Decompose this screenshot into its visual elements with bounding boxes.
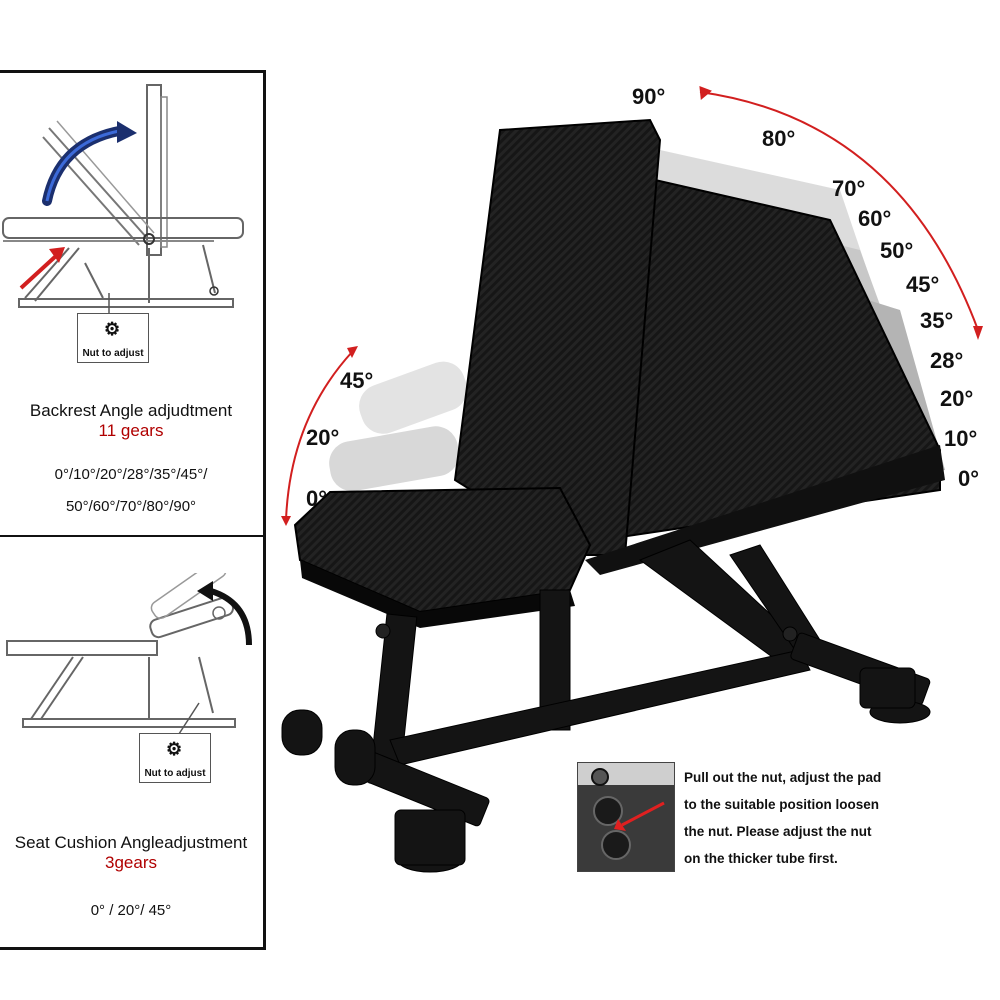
backrest-flat	[585, 445, 945, 575]
seat-ghost-positions	[329, 361, 468, 492]
seat-nut-callout: ⚙ Nut to adjust	[139, 733, 211, 783]
instruction-line: the nut. Please adjust the nut	[684, 824, 872, 839]
instruction-line: on the thicker tube first.	[684, 851, 838, 866]
backrest-caption: Backrest Angle adjudtment	[29, 401, 233, 420]
nut-icon: ⚙	[104, 319, 121, 339]
backrest-angle-50: 50°	[880, 238, 914, 263]
bench-frame	[281, 539, 931, 873]
panel-divider	[0, 535, 263, 537]
backrest-angle-20: 20°	[940, 386, 974, 411]
backrest-angles-line1: 0°/10°/20°/28°/35°/45°/	[54, 466, 208, 483]
instruction-line: to the suitable position loosen	[684, 797, 880, 812]
adjustment-instructions: Pull out the nut, adjust the pad to the …	[684, 764, 984, 872]
seat-diagram	[6, 573, 252, 738]
nut-closeup-photo	[577, 762, 675, 872]
backrest-angle-60: 60°	[858, 206, 892, 231]
backrest-angle-35: 35°	[920, 308, 954, 333]
backrest-angle-90: 90°	[632, 84, 666, 109]
seat-angle-0: 0°	[306, 486, 328, 511]
backrest-angles-line2: 50°/60°/70°/80°/90°	[65, 498, 197, 515]
seat-range-arrow	[285, 351, 353, 521]
backrest-angle-28: 28°	[930, 348, 964, 373]
backrest-angle-45: 45°	[906, 272, 940, 297]
backrest-nut-callout: ⚙ Nut to adjust	[77, 313, 149, 363]
seat-angles: 0° / 20°/ 45°	[90, 902, 172, 919]
backrest-range-arrow	[699, 91, 979, 331]
info-panel: ⚙ Nut to adjust Backrest Angle adjudtmen…	[0, 70, 266, 950]
backrest-nut-label: Nut to adjust	[82, 348, 144, 359]
backrest-angle-0: 0°	[958, 466, 980, 491]
seat-caption: Seat Cushion Angleadjustment	[14, 833, 248, 852]
seat-gears: 3gears	[105, 853, 157, 872]
seat-angle-45: 45°	[340, 368, 374, 393]
nut-icon: ⚙	[166, 739, 183, 759]
backrest-angle-80: 80°	[762, 126, 796, 151]
backrest-gears: 11 gears	[98, 421, 164, 440]
backrest-diagram	[2, 84, 244, 315]
backrest-angle-10: 10°	[944, 426, 978, 451]
seat-angle-20: 20°	[306, 425, 340, 450]
instruction-line: Pull out the nut, adjust the pad	[684, 770, 882, 785]
backrest-angle-70: 70°	[832, 176, 866, 201]
bench-illustration	[281, 86, 983, 873]
seat-nut-label: Nut to adjust	[144, 768, 206, 779]
